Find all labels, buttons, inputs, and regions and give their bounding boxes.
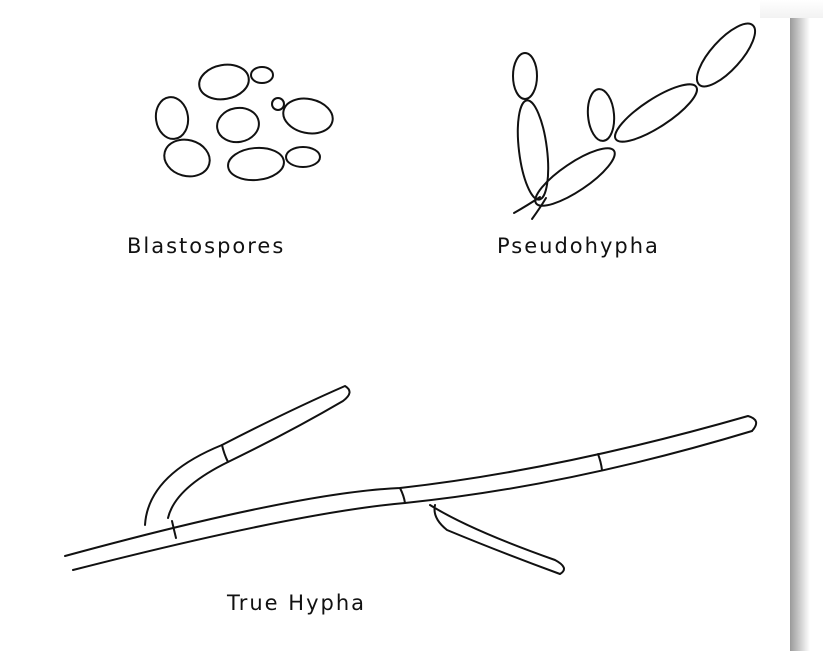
blastospore-cell xyxy=(153,95,191,141)
hypha-septum xyxy=(222,445,228,462)
blastospore-cell xyxy=(227,146,286,183)
blastospore-cell xyxy=(160,135,214,182)
hypha-branch-wall xyxy=(430,505,564,574)
pseudohypha-cell xyxy=(586,88,616,142)
hypha-septum xyxy=(598,454,602,470)
label-true-hypha: True Hypha xyxy=(226,591,366,615)
hypha-main-wall xyxy=(73,431,752,570)
label-pseudohypha: Pseudohypha xyxy=(497,234,660,258)
true-hypha-drawing xyxy=(65,386,756,574)
blastospore-cell xyxy=(272,98,284,110)
hypha-septum xyxy=(172,521,176,538)
blastospore-cell xyxy=(251,67,273,83)
pseudohypha-cell xyxy=(688,15,764,95)
pseudohypha-drawing xyxy=(513,15,764,219)
pseudohypha-cell xyxy=(608,75,704,151)
blastospore-cell xyxy=(280,94,336,138)
hypha-branch-wall xyxy=(145,386,350,525)
blastospore-cell xyxy=(196,61,251,103)
pseudohypha-stalk xyxy=(514,197,540,213)
blastospores-drawing xyxy=(153,61,336,182)
pseudohypha-cell xyxy=(513,99,553,202)
blastospore-cell xyxy=(214,105,261,146)
label-blastospores: Blastospores xyxy=(127,234,285,258)
hypha-main-wall xyxy=(65,416,756,556)
pseudohypha-cell xyxy=(513,53,537,99)
blastospore-cell xyxy=(286,147,320,167)
hypha-septum xyxy=(400,488,405,503)
